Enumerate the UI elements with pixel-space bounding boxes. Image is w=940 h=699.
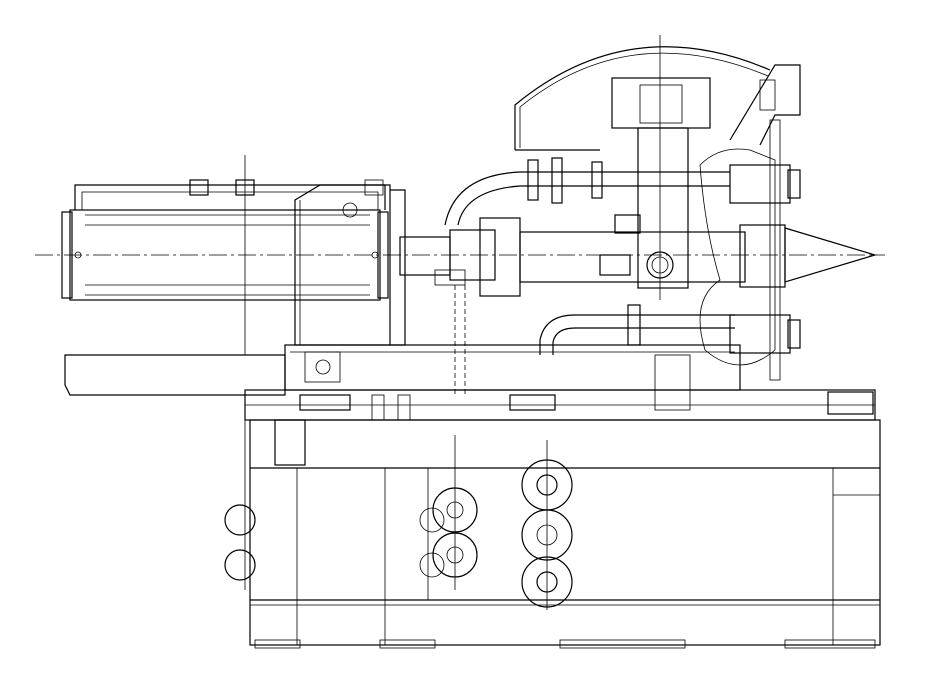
flange <box>521 556 573 608</box>
centerlines <box>35 35 885 610</box>
main-shaft <box>519 214 746 283</box>
coupling <box>399 217 521 395</box>
flange <box>521 509 573 561</box>
base-top-plate <box>244 389 876 466</box>
hydraulic-cylinder <box>61 179 389 301</box>
clamp-heads <box>699 119 878 381</box>
flanges <box>224 415 573 608</box>
base-frame <box>249 419 881 649</box>
flange <box>432 487 478 533</box>
upper-table <box>64 344 874 415</box>
flange <box>224 504 256 536</box>
pipes <box>444 157 735 355</box>
flange <box>224 549 256 581</box>
flange <box>432 532 478 578</box>
